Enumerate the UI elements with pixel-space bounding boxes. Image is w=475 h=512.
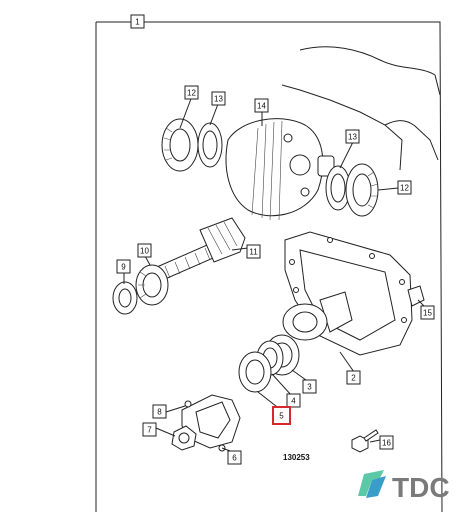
svg-text:8: 8 [157,408,162,417]
callout-11: 11 [246,244,261,259]
axle-housing [282,231,425,356]
tdc-logo: TDC [358,470,450,503]
right-bearing-set [325,163,379,217]
callout-15: 15 [420,305,435,320]
callout-12-right: 12 [397,180,412,195]
svg-text:12: 12 [400,184,409,193]
housing-outline [281,46,441,171]
callout-4: 4 [286,393,301,408]
callout-5-highlighted[interactable]: 5 [272,406,291,425]
callout-16: 16 [379,435,394,450]
svg-text:12: 12 [187,89,196,98]
callout-7: 7 [142,422,157,437]
thrust-washer [238,351,272,393]
tdc-logo-text: TDC [392,472,450,503]
pinion-shim [112,281,138,315]
differential-carrier [225,118,335,221]
svg-text:10: 10 [140,247,149,256]
svg-text:14: 14 [257,102,266,111]
flange-nut [171,425,197,451]
svg-text:11: 11 [249,248,258,257]
callout-13-right: 13 [345,129,360,144]
svg-text:4: 4 [291,397,296,406]
callout-6: 6 [227,450,242,465]
svg-text:3: 3 [307,383,312,392]
svg-text:6: 6 [232,454,237,463]
tdc-logo-icon-accent [366,476,386,498]
figure-number: 130253 [283,453,310,462]
svg-text:7: 7 [147,426,152,435]
svg-text:13: 13 [348,133,357,142]
pinion-bearing [135,264,169,306]
svg-text:15: 15 [423,309,432,318]
callout-1: 1 [130,14,145,29]
callout-14: 14 [254,98,269,113]
callout-8: 8 [152,404,167,419]
svg-text:5: 5 [279,412,284,421]
svg-text:2: 2 [351,374,356,383]
callout-10: 10 [137,243,152,258]
hex-bolt [351,429,379,453]
callout-9: 9 [116,259,131,274]
svg-text:13: 13 [214,95,223,104]
svg-text:16: 16 [382,439,391,448]
callout-12-left: 12 [184,85,199,100]
diagram-frame [95,21,443,512]
callout-2: 2 [346,370,361,385]
callout-13-left: 13 [211,91,226,106]
leader-lines [123,95,425,453]
left-bearing-set [161,118,223,172]
callout-3: 3 [302,379,317,394]
svg-text:9: 9 [121,263,126,272]
tdc-logo-icon [358,470,384,496]
svg-text:1: 1 [135,18,140,27]
